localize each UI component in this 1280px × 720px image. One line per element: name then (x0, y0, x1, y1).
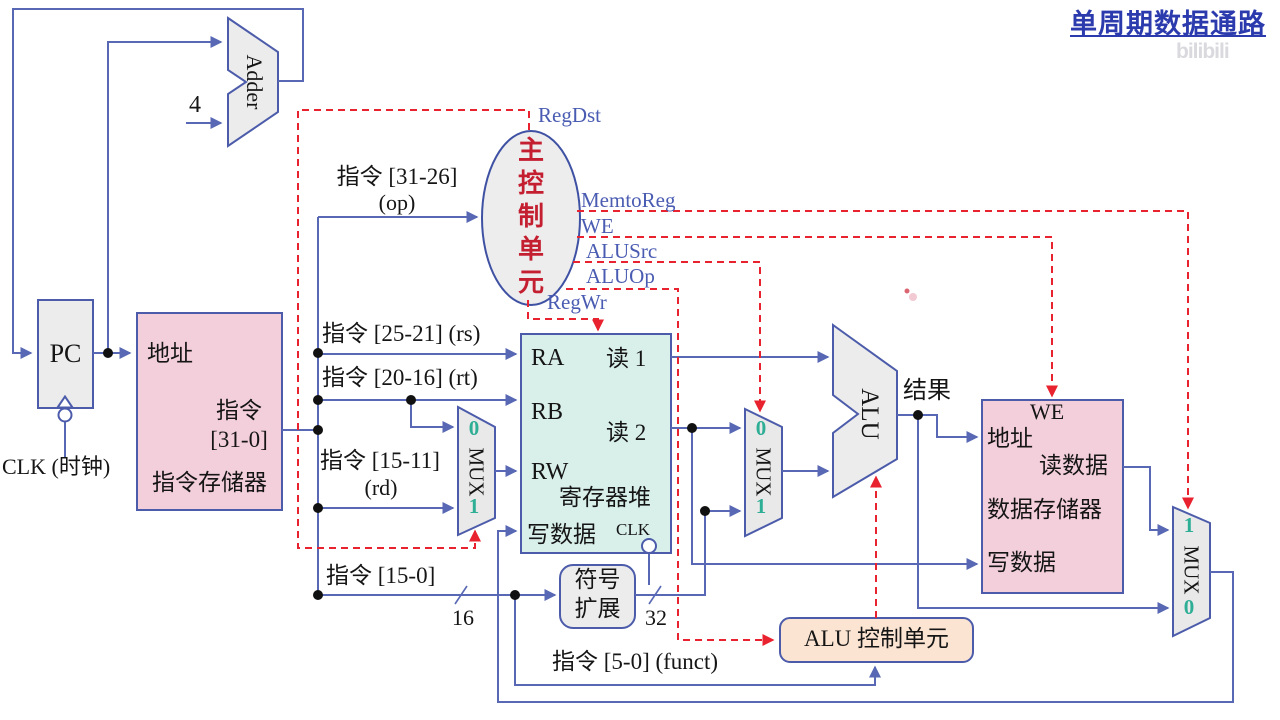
regfile-clk-port: CLK (616, 520, 650, 539)
bilibili-watermark: bilibili (1176, 40, 1230, 63)
regfile-read1-port: 读 1 (606, 346, 647, 371)
control-unit-char5: 元 (517, 268, 544, 297)
instmem-addr-port: 地址 (147, 341, 193, 366)
mux-alusrc-block (744, 407, 783, 538)
field-op-line1: 指令 [31-26] (336, 164, 458, 189)
datamem-name: 数据存储器 (987, 497, 1102, 522)
pointer-dot (909, 293, 917, 301)
main-control-unit-block (481, 130, 581, 306)
signal-memtoreg: MemtoReg (581, 188, 676, 212)
sign-extend-line2: 扩展 (574, 596, 621, 621)
page-title: 单周期数据通路 (1070, 9, 1266, 39)
adder-label: Adder (242, 54, 268, 110)
wire-read2-to-datamem (691, 428, 979, 570)
field-funct: 指令 [5-0] (funct) (552, 649, 719, 674)
regfile-rb-port: RB (531, 399, 564, 425)
alu-control-label: ALU 控制单元 (803, 626, 950, 651)
alu-result-label: 结果 (903, 378, 951, 404)
pc-clock-bubble-icon (57, 407, 73, 423)
mux-memtoreg-input1: 1 (1183, 513, 1195, 537)
ctrl-aluop-wire (566, 288, 775, 646)
ctrl-regdst-wire (297, 109, 530, 549)
mux-memtoreg-block (1172, 505, 1211, 638)
wire-readdata-to-mux (1123, 466, 1170, 536)
alu-block (832, 323, 898, 499)
mux-regdst-input0: 0 (468, 416, 480, 440)
junction-dots (103, 348, 923, 600)
pc-label: PC (49, 339, 82, 368)
mux-memtoreg-label: MUX (1179, 545, 1204, 595)
datamem-addr-port: 地址 (987, 426, 1033, 451)
wire-signext-to-mux (635, 505, 742, 596)
signal-regdst: RegDst (538, 103, 601, 127)
regfile-ra-port: RA (531, 345, 565, 371)
bus-width-16: 16 (452, 605, 474, 630)
field-rs: 指令 [25-21] (rs) (322, 321, 481, 346)
regfile-wdata-port: 写数据 (527, 522, 596, 547)
signal-aluop: ALUOp (586, 264, 655, 288)
clk-label: CLK (时钟) (2, 454, 111, 479)
mux-alusrc-input1: 1 (755, 494, 767, 518)
wire-aluresult-to-addr (897, 414, 979, 443)
bus-width-32: 32 (645, 605, 667, 630)
signal-alusrc: ALUSrc (586, 239, 658, 263)
datamem-wdata-port: 写数据 (987, 550, 1056, 575)
regfile-read2-port: 读 2 (606, 420, 647, 445)
instmem-name: 指令存储器 (152, 470, 267, 495)
register-file-block (520, 333, 672, 554)
regfile-name: 寄存器堆 (559, 485, 651, 510)
wire-pc-plus4-loop (12, 8, 304, 359)
instruction-memory-block (136, 312, 283, 511)
mux-alusrc-input0: 0 (755, 416, 767, 440)
control-unit-char4: 单 (517, 235, 544, 264)
ctrl-we-wire (577, 236, 1058, 398)
mux-memtoreg-input0: 0 (1183, 595, 1195, 619)
field-rt: 指令 [20-16] (rt) (322, 365, 478, 390)
regfile-rw-port: RW (531, 459, 569, 485)
field-imm: 指令 [15-0] (326, 563, 436, 588)
mux-regdst-label: MUX (464, 447, 489, 497)
signal-regwr: RegWr (547, 290, 607, 314)
pc-adder-block (227, 16, 279, 148)
wire-writeback-to-regfile (497, 525, 1234, 703)
wire-pc-to-adder (107, 36, 223, 353)
control-unit-char2: 控 (517, 169, 544, 198)
pointer-dot-small (904, 288, 910, 294)
adder-const-4: 4 (189, 92, 201, 118)
sign-extend-line1: 符号 (574, 567, 621, 592)
ctrl-regwr-wire (527, 300, 604, 332)
instmem-out-line2: [31-0] (210, 427, 268, 452)
sign-extend-block (559, 564, 636, 629)
bus-width-slash-32 (648, 585, 662, 605)
field-rd-line1: 指令 [15-11] (320, 448, 440, 473)
datamem-rdata-port: 读数据 (1039, 453, 1108, 478)
ctrl-alusrc-wire (573, 261, 766, 413)
control-unit-char1: 主 (517, 136, 544, 165)
mux-regdst-input1: 1 (468, 494, 480, 518)
mux-regdst-block (457, 405, 496, 537)
alu-label: ALU (855, 388, 883, 440)
wire-funct-to-alucontrol (514, 595, 881, 686)
data-memory-block (981, 399, 1124, 594)
signal-we: WE (581, 214, 614, 238)
regfile-clock-bubble-icon (641, 538, 657, 554)
wire-rt-to-mux0 (410, 400, 455, 433)
wire-aluresult-bypass (917, 415, 1170, 614)
pc-register-block (37, 299, 94, 409)
mux-alusrc-label: MUX (751, 447, 776, 497)
datamem-we-port: WE (1030, 399, 1065, 424)
ctrl-memtoreg-wire (577, 210, 1194, 510)
field-op-line2: (op) (378, 190, 416, 215)
bus-width-slash-16 (454, 585, 468, 605)
instmem-out-line1: 指令 (216, 398, 262, 423)
field-rd-line2: (rd) (364, 475, 398, 500)
control-unit-char3: 制 (517, 202, 544, 231)
